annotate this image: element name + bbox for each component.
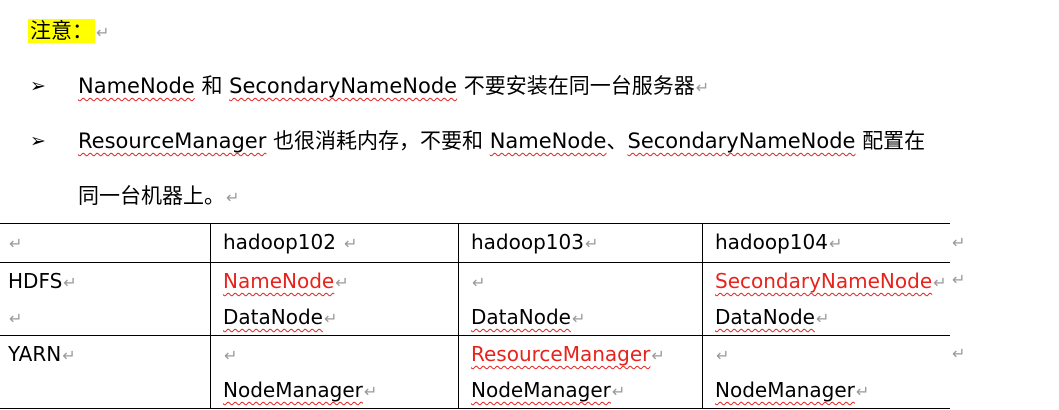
table-cell: NameNode↵ DataNode↵ [210,262,459,336]
cell-text: NodeManager [471,378,611,402]
bullet2-text-3: NameNode [489,129,607,153]
bullet1-text-1: NameNode [78,74,195,98]
bullet-line-2-continuation: 同一台机器上。↵ [78,181,239,213]
paragraph-mark: ↵ [472,273,486,292]
header-hadoop102: hadoop102 [223,230,336,254]
bullet-line-1: NameNode 和 SecondaryNameNode 不要安装在同一台服务器… [78,71,709,103]
bullet1-text-3: SecondaryNameNode [229,74,458,98]
paragraph-mark: ↵ [96,23,110,42]
table-cell: ↵ NodeManager↵ [210,335,459,409]
bullet2-text-1: ResourceManager [78,129,267,153]
cell-text: DataNode [223,305,323,329]
cell-text: NodeManager [715,378,855,402]
cell-text: SecondaryNameNode [715,269,933,293]
table-row: YARN↵ ↵ NodeManager↵ ResourceManager↵ No… [0,335,950,409]
paragraph-mark: ↵ [828,234,843,253]
row-label-yarn: YARN [8,342,62,366]
table-header-row: ↵ hadoop102↵ hadoop103↵ hadoop104↵ [0,223,950,263]
paragraph-mark: ↵ [226,188,240,207]
header-cell: hadoop104↵ [702,223,950,263]
table-cell: ResourceManager↵ NodeManager↵ [458,335,703,409]
cell-text: NodeManager [223,378,363,402]
header-cell: ↵ [0,223,211,263]
paragraph-mark: ↵ [62,346,76,365]
header-cell: hadoop103↵ [458,223,703,263]
header-hadoop103: hadoop103 [471,230,584,254]
row-label-hdfs: HDFS [8,269,63,293]
table-row: HDFS↵ ↵ NameNode↵ DataNode↵ ↵ DataNode↵ … [0,262,950,336]
bullet2-text-5: SecondaryNameNode [627,129,856,153]
paragraph-mark: ↵ [855,382,870,401]
note-heading: 注意：↵ [28,16,109,48]
table-cell: SecondaryNameNode↵ DataNode↵ [702,262,950,336]
header-cell: hadoop102 ↵ [210,223,459,263]
row-end-mark: ↵ [952,270,966,289]
note-label: 注意： [28,19,95,43]
row-label-cell: YARN↵ [0,335,211,409]
bullet1-text-4: 不要安装在同一台服务器 [457,74,695,98]
bullet2-text-4: 、 [606,129,628,153]
bullet1-text-2: 和 [194,74,230,98]
cell-text: DataNode [471,305,571,329]
paragraph-mark: ↵ [335,273,349,292]
paragraph-mark: ↵ [815,309,830,328]
paragraph-mark: ↵ [695,78,710,97]
paragraph-mark: ↵ [224,346,238,365]
cell-text: ResourceManager [471,342,651,366]
bullet-arrow-icon: ➢ [30,130,46,152]
row-label-cell: HDFS↵ ↵ [0,262,211,336]
row-end-mark: ↵ [952,233,966,252]
paragraph-mark: ↵ [611,382,626,401]
paragraph-mark: ↵ [9,234,23,253]
paragraph-mark: ↵ [933,273,947,292]
paragraph-mark: ↵ [584,234,599,253]
paragraph-mark: ↵ [651,346,665,365]
cell-text: NameNode [223,269,335,293]
deployment-table: ↵ hadoop102↵ hadoop103↵ hadoop104↵ HDFS↵… [0,223,950,409]
table-cell: ↵ NodeManager↵ [702,335,950,409]
cell-text: DataNode [715,305,815,329]
bullet2-text-2: 也很消耗内存，不要和 [266,129,490,153]
paragraph-mark: ↵ [323,309,338,328]
header-hadoop104: hadoop104 [715,230,828,254]
bullet2-text-6: 配置在 [855,129,926,153]
paragraph-mark: ↵ [716,346,730,365]
bullet2-continuation: 同一台机器上。 [78,184,225,208]
paragraph-mark: ↵ [63,273,77,292]
paragraph-mark: ↵ [363,382,378,401]
paragraph-mark: ↵ [571,309,586,328]
paragraph-mark: ↵ [343,234,358,253]
row-end-mark: ↵ [952,344,966,363]
bullet-line-2: ResourceManager 也很消耗内存，不要和 NameNode、Seco… [78,126,925,156]
bullet-arrow-icon: ➢ [30,75,46,97]
table-cell: ↵ DataNode↵ [458,262,703,336]
paragraph-mark: ↵ [9,309,23,328]
